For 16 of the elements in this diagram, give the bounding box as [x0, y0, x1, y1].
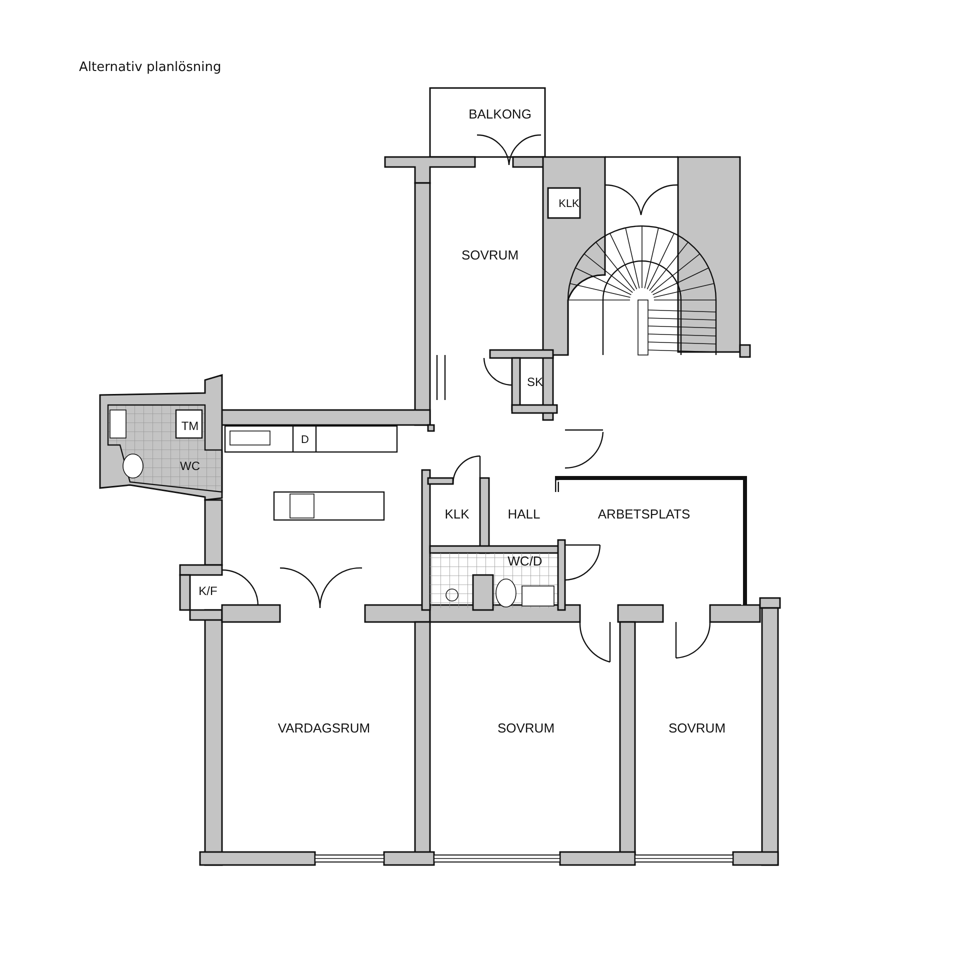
room-label: VARDAGSRUM [278, 720, 370, 736]
room-label: D [301, 434, 309, 446]
room-label: ARBETSPLATS [598, 506, 690, 522]
room-label: SOVRUM [497, 720, 555, 736]
room-label: TM [181, 419, 199, 433]
plan-title: Alternativ planlösning [79, 60, 222, 75]
room-label: WC/D [508, 554, 542, 568]
room-label: SOVRUM [461, 248, 519, 262]
room-label: KLK [558, 198, 580, 210]
room-label: K/F [198, 584, 218, 598]
room-label: SK [527, 375, 543, 389]
room-label: KLK [444, 506, 470, 522]
room-label: WC [180, 459, 200, 473]
room-label: HALL [508, 506, 540, 522]
room-label: SOVRUM [668, 720, 726, 736]
room-label: BALKONG [468, 106, 532, 122]
